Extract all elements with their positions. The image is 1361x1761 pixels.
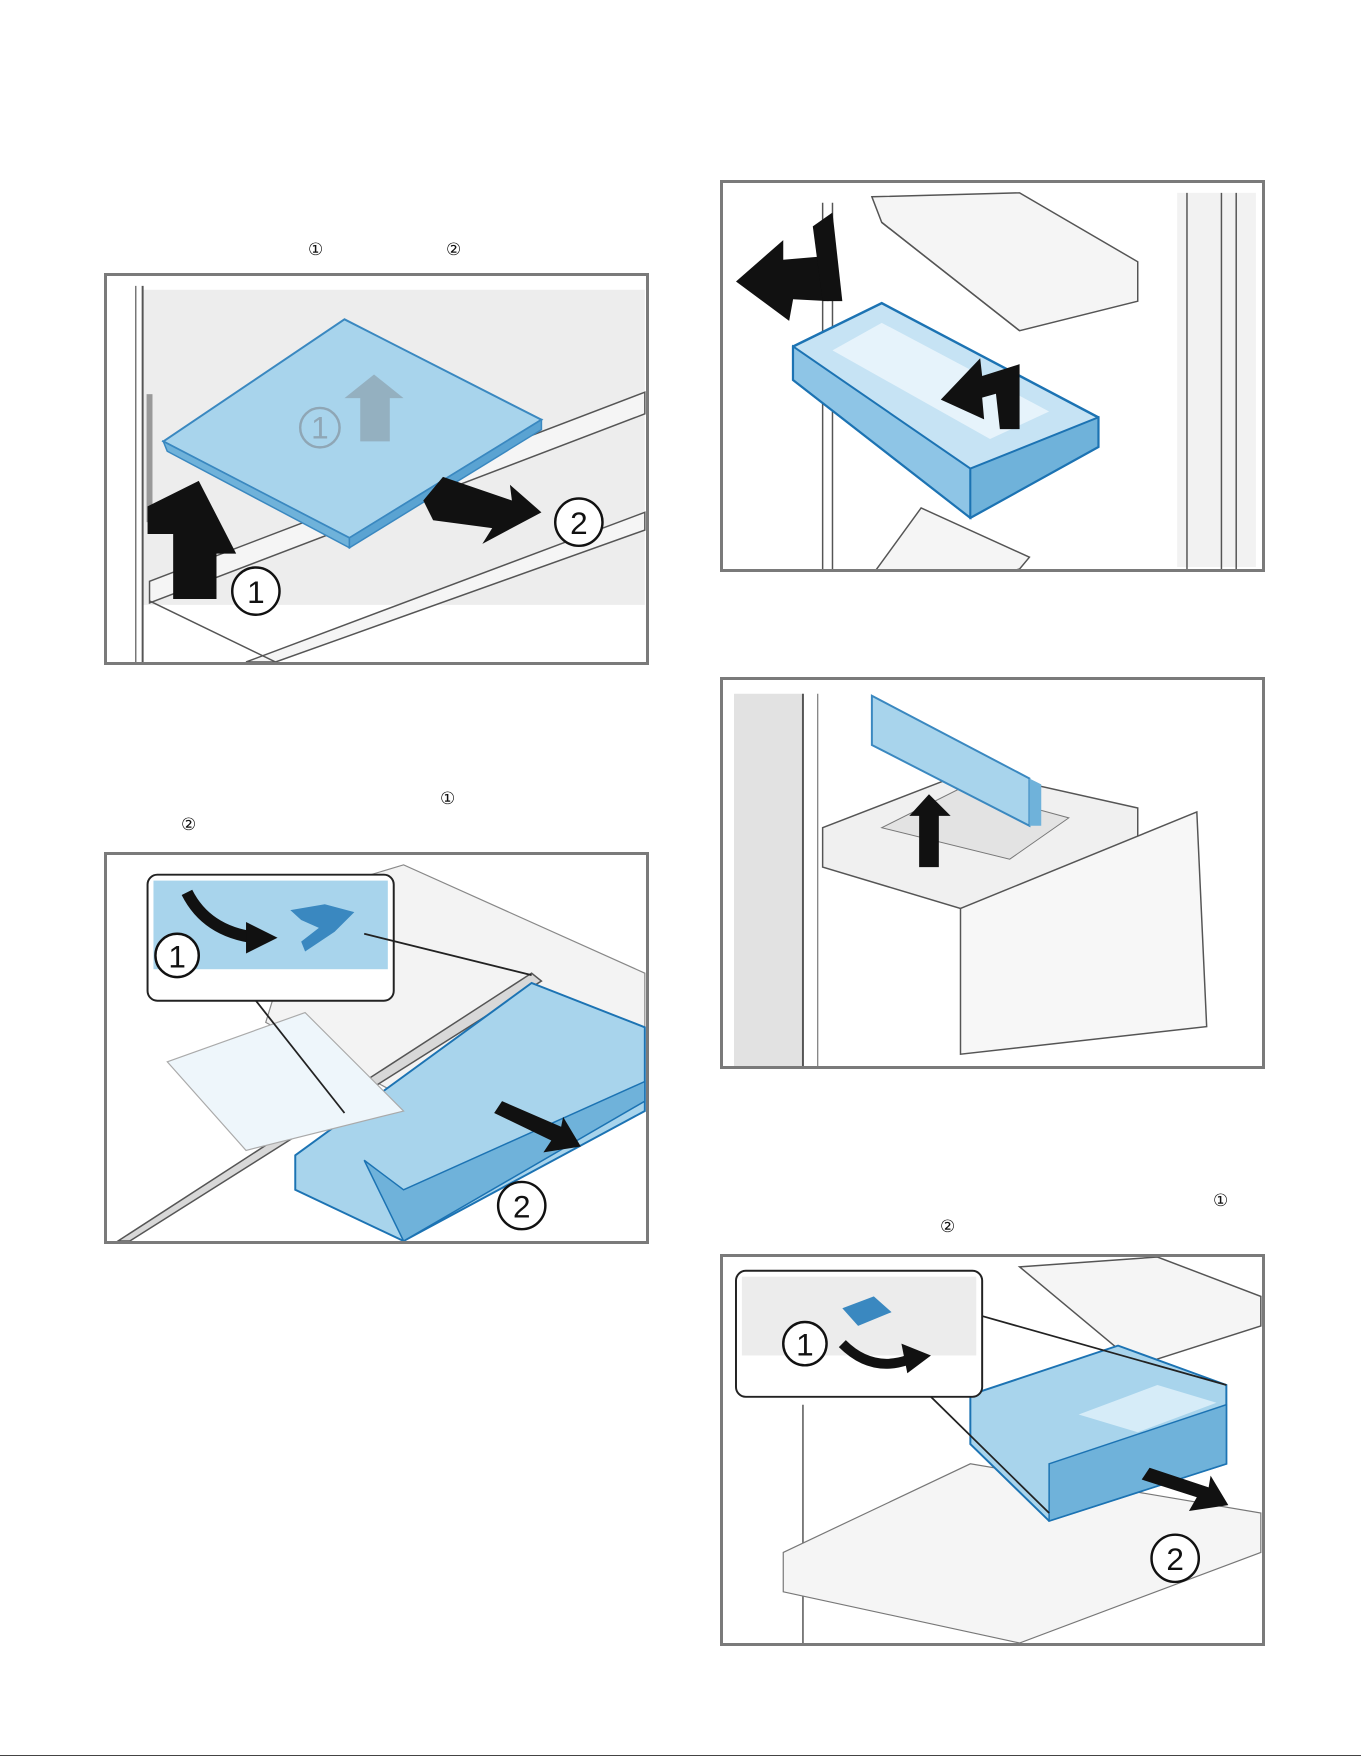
figure-glass-shelf-lever: 1 2 — [104, 852, 649, 1244]
step-marker-2: ② — [181, 817, 196, 834]
figure-divider-lift — [720, 677, 1265, 1069]
step-marker-2: ② — [446, 242, 461, 259]
shelf-removal-illustration: 1 1 2 — [107, 276, 646, 662]
callout-2: 2 — [570, 505, 588, 541]
page-bottom-rule — [0, 1755, 1361, 1756]
step-marker-2: ② — [940, 1219, 955, 1236]
drawer-pull-illustration — [723, 183, 1262, 569]
callout-1: 1 — [168, 938, 186, 974]
step-marker-1: ① — [308, 242, 323, 259]
callout-2: 2 — [513, 1188, 531, 1224]
callout-1-ghost: 1 — [311, 409, 329, 445]
glass-shelf-illustration: 1 2 — [107, 855, 646, 1241]
callout-2: 2 — [1166, 1541, 1184, 1577]
figure-drawer-pull — [720, 180, 1265, 572]
step-marker-1: ① — [440, 791, 455, 808]
step-marker-1: ① — [1213, 1193, 1228, 1210]
callout-1: 1 — [247, 574, 265, 610]
figure-shelf-removal: 1 1 2 — [104, 273, 649, 665]
callout-1: 1 — [796, 1326, 814, 1362]
crisper-drawer-illustration: 1 2 — [723, 1257, 1262, 1643]
divider-lift-illustration — [723, 680, 1262, 1066]
figure-crisper-drawer: 1 2 — [720, 1254, 1265, 1646]
